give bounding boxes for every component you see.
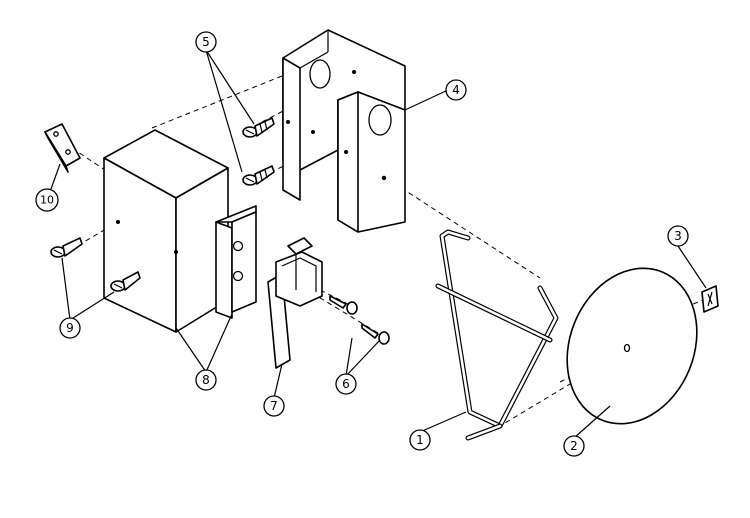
callout-10: 10 <box>35 188 59 212</box>
latch-clip <box>267 237 323 369</box>
callout-8: 8 <box>195 369 217 391</box>
callout-label-9: 9 <box>66 321 74 335</box>
mounting-block <box>103 129 229 333</box>
callout-5: 5 <box>195 31 217 53</box>
small-clip <box>701 285 719 313</box>
callout-label-6: 6 <box>342 377 350 391</box>
wire-stand <box>435 229 559 441</box>
u-channel-bracket <box>282 29 406 233</box>
screw-9a <box>50 237 83 258</box>
screw-6a <box>329 295 358 315</box>
callout-label-5: 5 <box>202 35 210 49</box>
callout-9: 9 <box>59 317 81 339</box>
leader-lines <box>46 49 707 439</box>
disc <box>566 267 698 425</box>
screw-6b <box>361 323 390 345</box>
callout-6: 6 <box>335 373 357 395</box>
bracket-hole-upper <box>309 59 331 89</box>
callout-label-8: 8 <box>202 373 210 387</box>
callout-label-2: 2 <box>570 439 578 453</box>
callout-label-10: 10 <box>40 194 54 207</box>
screw-5b <box>242 165 275 186</box>
screws <box>50 117 390 345</box>
callout-7: 7 <box>263 395 285 417</box>
callout-label-1: 1 <box>416 433 424 447</box>
callout-4: 4 <box>445 79 467 101</box>
callout-1: 1 <box>409 429 431 451</box>
small-bracket <box>44 123 81 173</box>
callout-label-7: 7 <box>270 399 278 413</box>
callout-2: 2 <box>563 435 585 457</box>
callout-label-4: 4 <box>452 83 460 97</box>
callout-label-3: 3 <box>674 229 682 243</box>
bracket-hole-front <box>368 104 392 136</box>
angle-plate <box>215 205 257 319</box>
screw-9b <box>110 271 141 292</box>
callout-3: 3 <box>667 225 689 247</box>
screw-5a <box>242 117 275 138</box>
